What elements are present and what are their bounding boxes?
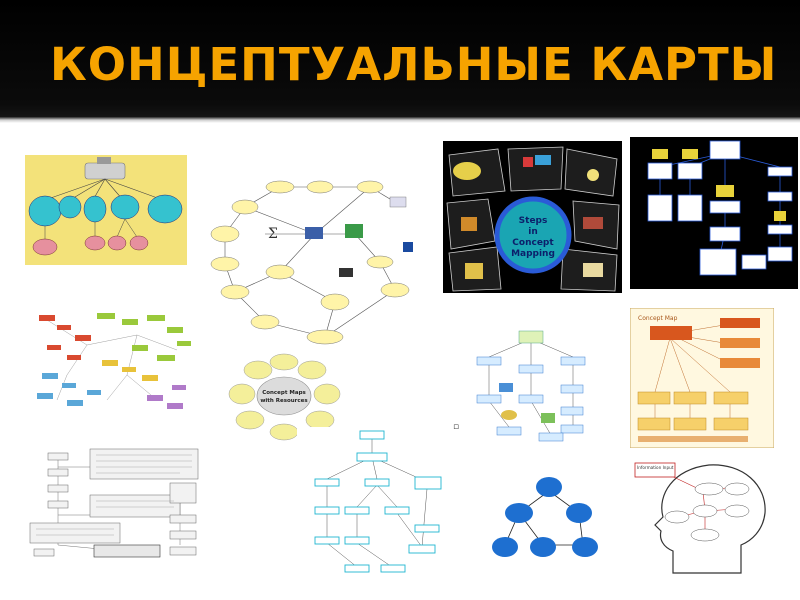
svg-text:Concept Map: Concept Map xyxy=(638,315,678,322)
thumbnail-resources-map: Concept Maps with Resources xyxy=(228,352,341,442)
svg-text:Concept: Concept xyxy=(512,238,554,248)
slide-marker: ▫ xyxy=(453,422,460,432)
slide-title: КОНЦЕПТУАЛЬНЫЕ КАРТЫ xyxy=(50,38,778,91)
brain-input-label: Information Input xyxy=(637,465,674,470)
svg-text:Steps: Steps xyxy=(519,216,548,226)
thumbnail-network-map: Σ xyxy=(205,172,427,347)
title-bar: КОНЦЕПТУАЛЬНЫЕ КАРТЫ xyxy=(0,0,800,123)
thumbnail-cyan-map xyxy=(297,427,447,579)
thumbnail-steps-map: Steps in Concept Mapping xyxy=(443,141,622,293)
thumbnail-circle-map xyxy=(491,475,603,563)
thumbnail-brain-map: Information Input xyxy=(633,455,775,575)
svg-text:Mapping: Mapping xyxy=(511,249,555,259)
thumbnail-hierarchical-map xyxy=(25,155,187,265)
svg-text:in: in xyxy=(528,227,538,237)
thumbnail-medical-map: Concept Map xyxy=(630,308,774,448)
svg-text:Σ: Σ xyxy=(268,226,278,242)
thumbnail-clipart-map xyxy=(469,325,586,445)
thumbnail-mirrored-map xyxy=(20,445,210,565)
thumbnail-dense-map xyxy=(27,305,197,420)
thumbnail-trip-map xyxy=(630,137,798,289)
svg-text:with Resources: with Resources xyxy=(260,398,308,404)
svg-text:Concept Maps: Concept Maps xyxy=(262,390,306,396)
